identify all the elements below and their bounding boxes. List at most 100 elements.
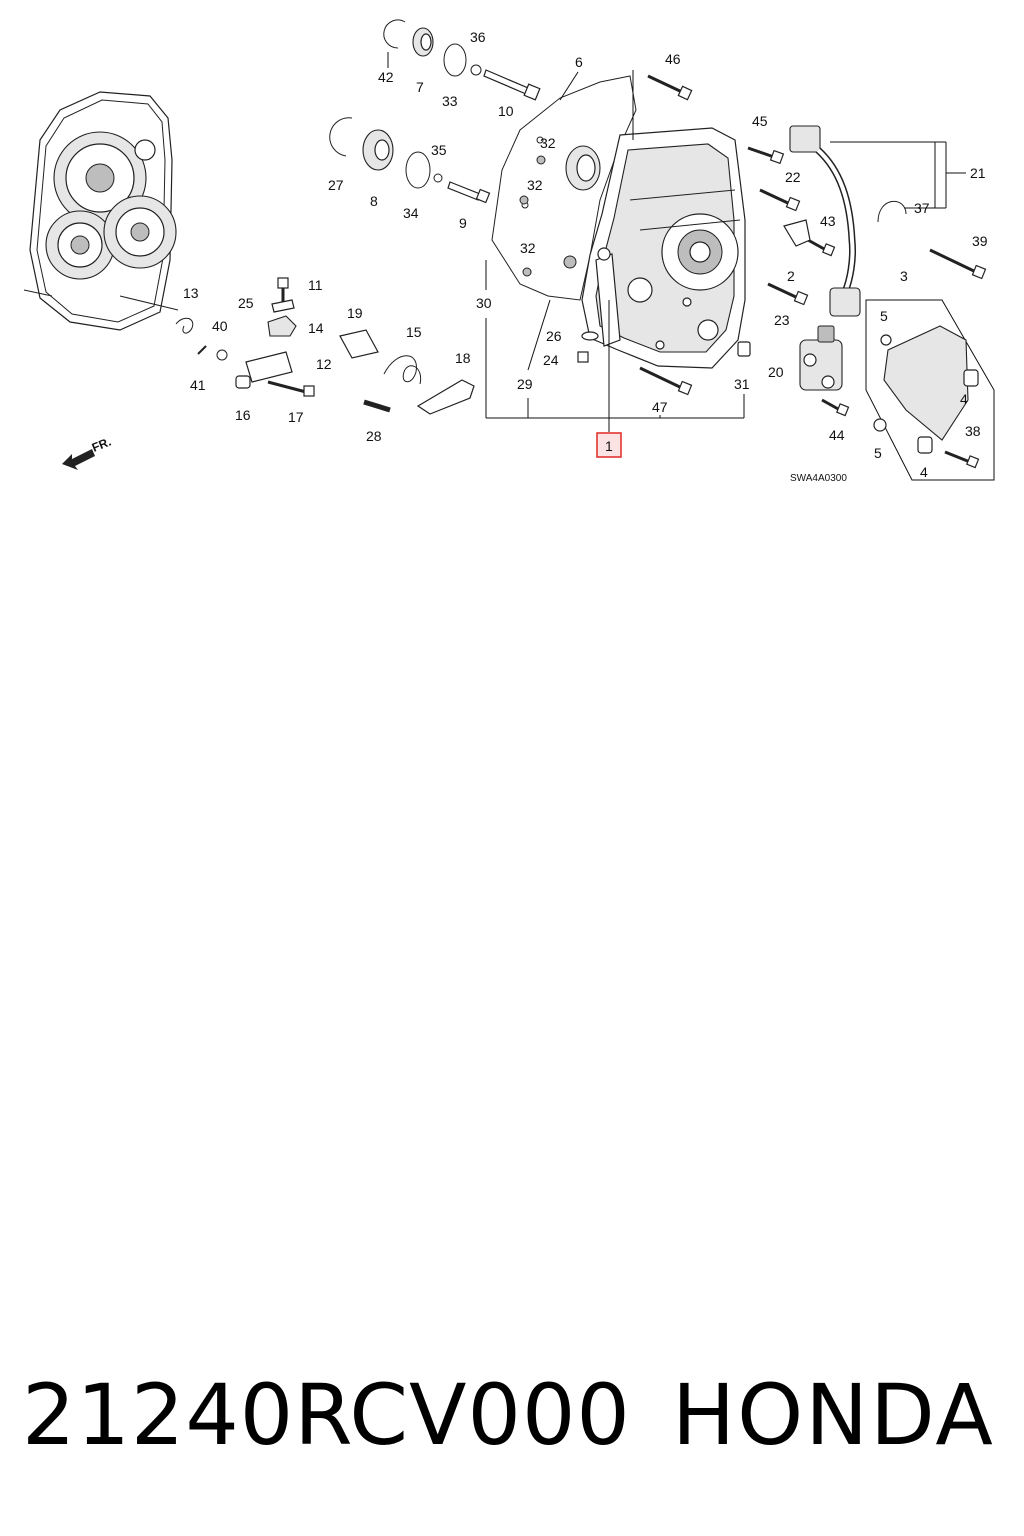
callout: 2 <box>787 268 795 284</box>
callout: 4 <box>960 391 968 407</box>
spring-13 <box>175 317 194 334</box>
callout: 25 <box>238 295 254 311</box>
bolt-38 <box>944 450 980 469</box>
callout: 26 <box>546 328 562 344</box>
callout: 5 <box>874 445 882 461</box>
callout: 40 <box>212 318 228 334</box>
callout: 20 <box>768 364 784 380</box>
callout: 42 <box>378 69 394 85</box>
seal-8 <box>362 129 394 171</box>
callout: 8 <box>370 193 378 209</box>
callout: 32 <box>520 240 536 256</box>
dowel-29 <box>563 255 577 269</box>
callout: 11 <box>308 277 323 293</box>
callout: 17 <box>288 409 304 425</box>
highlighted-callout-label: 1 <box>605 438 613 454</box>
callout: 39 <box>972 233 988 249</box>
callout: 10 <box>498 103 514 119</box>
washer-36 <box>470 64 482 76</box>
solenoid-20 <box>799 325 843 391</box>
callout-labels: 42 7 36 33 10 6 46 27 8 35 34 32 32 9 45… <box>183 29 988 480</box>
callout: 46 <box>665 51 681 67</box>
pin-41 <box>197 345 207 355</box>
callout: 18 <box>455 350 471 366</box>
footer: 21240RCV000 HONDA <box>0 1360 1024 1470</box>
pin-28 <box>363 399 391 413</box>
bracket-2 <box>783 219 811 247</box>
callout: 19 <box>347 305 363 321</box>
leader-lines <box>485 70 966 432</box>
transmission-case-illustration <box>23 91 179 331</box>
bolt-22 <box>759 188 801 212</box>
snap-ring-27 <box>329 117 353 157</box>
callout: 35 <box>431 142 447 158</box>
callout: 34 <box>403 205 419 221</box>
callout: 9 <box>459 215 467 231</box>
bolt-11 <box>277 277 289 304</box>
plate-12 <box>245 351 293 383</box>
bolt-17 <box>267 380 315 397</box>
bolt-23 <box>767 282 809 306</box>
pin-19 <box>339 329 379 359</box>
callout: 33 <box>442 93 458 109</box>
plugs-32 <box>519 155 546 277</box>
lever-18 <box>416 379 475 415</box>
callout: 47 <box>652 399 668 415</box>
bolt-9 <box>447 181 491 204</box>
callout: 31 <box>734 376 750 392</box>
diagram-code: SWA4A0300 <box>790 473 847 484</box>
bolt-39 <box>929 248 987 280</box>
callout: 7 <box>416 79 424 95</box>
callout: 32 <box>527 177 543 193</box>
callout: 45 <box>752 113 768 129</box>
washer-26 <box>581 331 599 341</box>
callout: 21 <box>970 165 986 181</box>
callout: 14 <box>308 320 324 336</box>
callout: 43 <box>820 213 836 229</box>
callout: 29 <box>517 376 533 392</box>
part-number: 21240RCV000 <box>22 1366 631 1464</box>
callout: 44 <box>829 427 845 443</box>
callout: 16 <box>235 407 251 423</box>
bolt-43 <box>807 238 836 257</box>
callout: 28 <box>366 428 382 444</box>
callout: 32 <box>540 135 556 151</box>
bolt-10 <box>483 69 541 101</box>
callout: 3 <box>900 268 908 284</box>
callout: 13 <box>183 285 199 301</box>
parts-diagram: FR. 42 7 36 33 10 6 46 27 8 35 34 32 32 … <box>23 19 995 484</box>
callout: 23 <box>774 312 790 328</box>
o-ring-33 <box>443 43 467 77</box>
bearing <box>565 145 601 191</box>
callout: 15 <box>406 324 422 340</box>
callout: 30 <box>476 295 492 311</box>
bolt-46 <box>647 74 693 101</box>
callout: 27 <box>328 177 344 193</box>
pin-16 <box>235 375 251 389</box>
block-14 <box>267 315 297 337</box>
bolt-45 <box>747 146 785 165</box>
highlighted-callout[interactable]: 1 <box>596 432 622 458</box>
callout: 24 <box>543 352 559 368</box>
callout: 4 <box>920 464 928 480</box>
callout: 5 <box>880 308 888 324</box>
spring-15 <box>383 355 422 385</box>
transmission-side-cover-1 <box>581 127 746 369</box>
callout: 6 <box>575 54 583 70</box>
callout: 41 <box>190 377 206 393</box>
front-direction-arrow: FR. <box>62 435 113 470</box>
washer-25 <box>271 299 295 313</box>
bolt-47 <box>639 366 693 396</box>
callout: 12 <box>316 356 332 372</box>
cover-3-group <box>865 299 995 481</box>
washer-35 <box>433 173 443 183</box>
front-direction-label: FR. <box>90 435 113 455</box>
seal-7 <box>412 27 434 57</box>
nut-31 <box>737 341 751 357</box>
callout: 22 <box>785 169 801 185</box>
wire-harness-21 <box>789 125 861 317</box>
callout: 36 <box>470 29 486 45</box>
clip-37 <box>877 200 907 223</box>
snap-ring-42 <box>383 19 406 68</box>
bolt-24 <box>577 351 589 363</box>
